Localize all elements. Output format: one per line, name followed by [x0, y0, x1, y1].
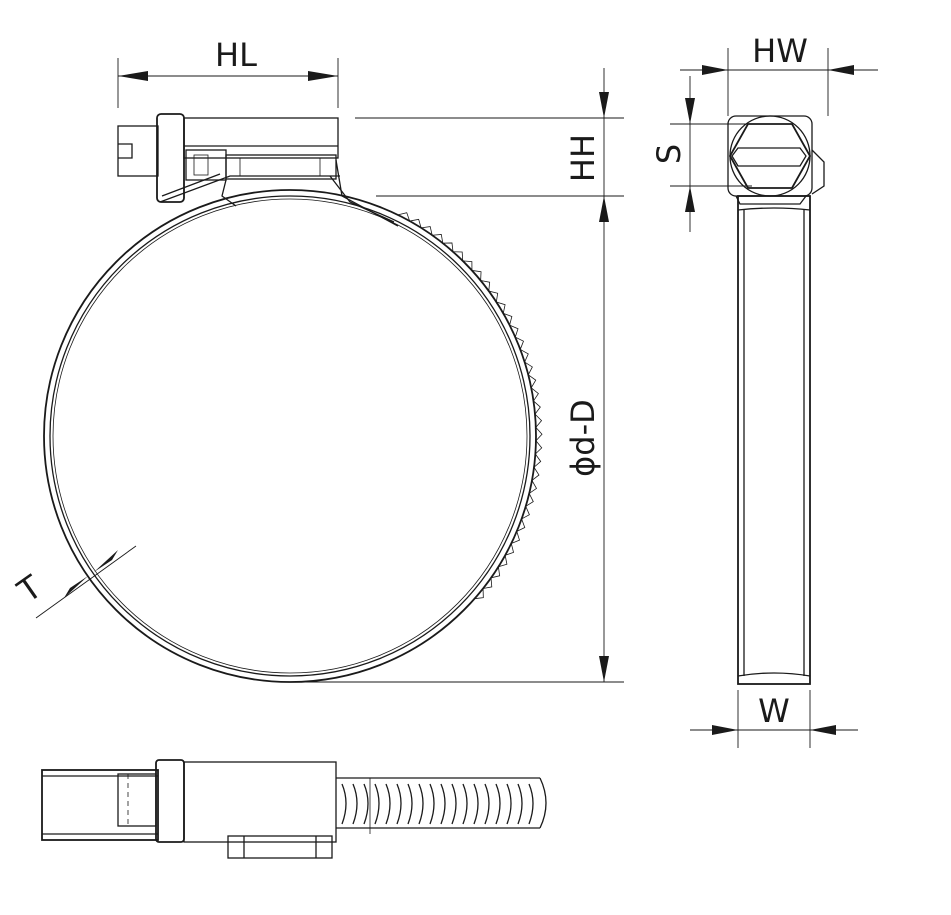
- thread-turn: [407, 783, 413, 825]
- band-tooth: [490, 566, 501, 579]
- band-tooth: [509, 324, 519, 338]
- band-tooth: [421, 226, 433, 236]
- thread-turn: [517, 783, 523, 825]
- band-tooth: [480, 280, 491, 292]
- band-tooth: [533, 453, 542, 468]
- dimension-hw: HW: [680, 32, 878, 116]
- worm-thread: [341, 783, 534, 825]
- band-tooth: [452, 251, 464, 261]
- band-tooth: [474, 588, 484, 600]
- thread-turn: [363, 783, 369, 825]
- band-tooth: [505, 543, 515, 556]
- band-tooth: [515, 336, 524, 350]
- dimension-t: T: [10, 545, 137, 619]
- band-tooth: [535, 427, 543, 441]
- thread-turn: [451, 783, 457, 825]
- bottom-band: [41, 759, 547, 859]
- dimension-w: W: [690, 690, 858, 748]
- thread-turn: [484, 783, 490, 825]
- band-tooth: [530, 387, 539, 402]
- thread-turn: [385, 783, 391, 825]
- band-tooth: [442, 242, 454, 252]
- thread-turn: [473, 783, 479, 825]
- side-screw-head: [727, 115, 825, 205]
- dimension-diameter: ϕd-D: [290, 196, 624, 683]
- band-tooth: [511, 531, 520, 544]
- band-teeth: [397, 212, 543, 600]
- band-tooth: [409, 218, 422, 228]
- label-s: S: [650, 144, 688, 164]
- thread-turn: [528, 783, 534, 825]
- bottom-view: [41, 759, 547, 859]
- dimension-hh: HH: [355, 68, 624, 222]
- band-tooth: [488, 290, 499, 303]
- band-tooth: [528, 374, 537, 389]
- band-tooth: [521, 506, 530, 520]
- band-tooth: [531, 467, 540, 481]
- band-tooth: [520, 349, 529, 363]
- band-tooth: [462, 260, 473, 271]
- thread-turn: [462, 783, 468, 825]
- band-tooth: [535, 440, 543, 455]
- band-tooth: [471, 270, 482, 281]
- band-tooth: [534, 413, 543, 428]
- thread-turn: [352, 783, 358, 825]
- label-diameter: ϕd-D: [564, 399, 602, 477]
- band-tooth: [528, 480, 538, 494]
- screw-housing: [117, 113, 399, 227]
- thread-turn: [429, 783, 435, 825]
- thread-turn: [506, 783, 512, 825]
- band-tooth: [516, 518, 526, 532]
- thread-turn: [418, 783, 424, 825]
- band-tooth: [524, 361, 533, 376]
- dimension-s: S: [650, 76, 752, 232]
- thread-turn: [396, 783, 402, 825]
- thread-turn: [341, 783, 347, 825]
- band-tooth: [498, 555, 508, 568]
- label-w: W: [758, 692, 790, 730]
- thread-turn: [374, 783, 380, 825]
- clamp-band: [43, 189, 537, 683]
- front-view: HL HH ϕd-D T: [10, 36, 624, 683]
- side-view: HW S W: [650, 32, 878, 748]
- label-hl: HL: [215, 36, 257, 74]
- thread-turn: [440, 783, 446, 825]
- dimension-hl: HL: [117, 36, 339, 108]
- label-hh: HH: [564, 134, 602, 182]
- band-tooth: [503, 312, 513, 326]
- band-tooth: [397, 212, 411, 222]
- thread-turn: [495, 783, 501, 825]
- band-tooth: [432, 234, 444, 244]
- band-tooth: [525, 493, 534, 507]
- band-tooth: [496, 301, 506, 314]
- band-tooth: [482, 577, 493, 589]
- label-t: T: [10, 568, 49, 611]
- side-band: [737, 195, 811, 685]
- label-hw: HW: [752, 32, 808, 70]
- band-tooth: [533, 400, 541, 415]
